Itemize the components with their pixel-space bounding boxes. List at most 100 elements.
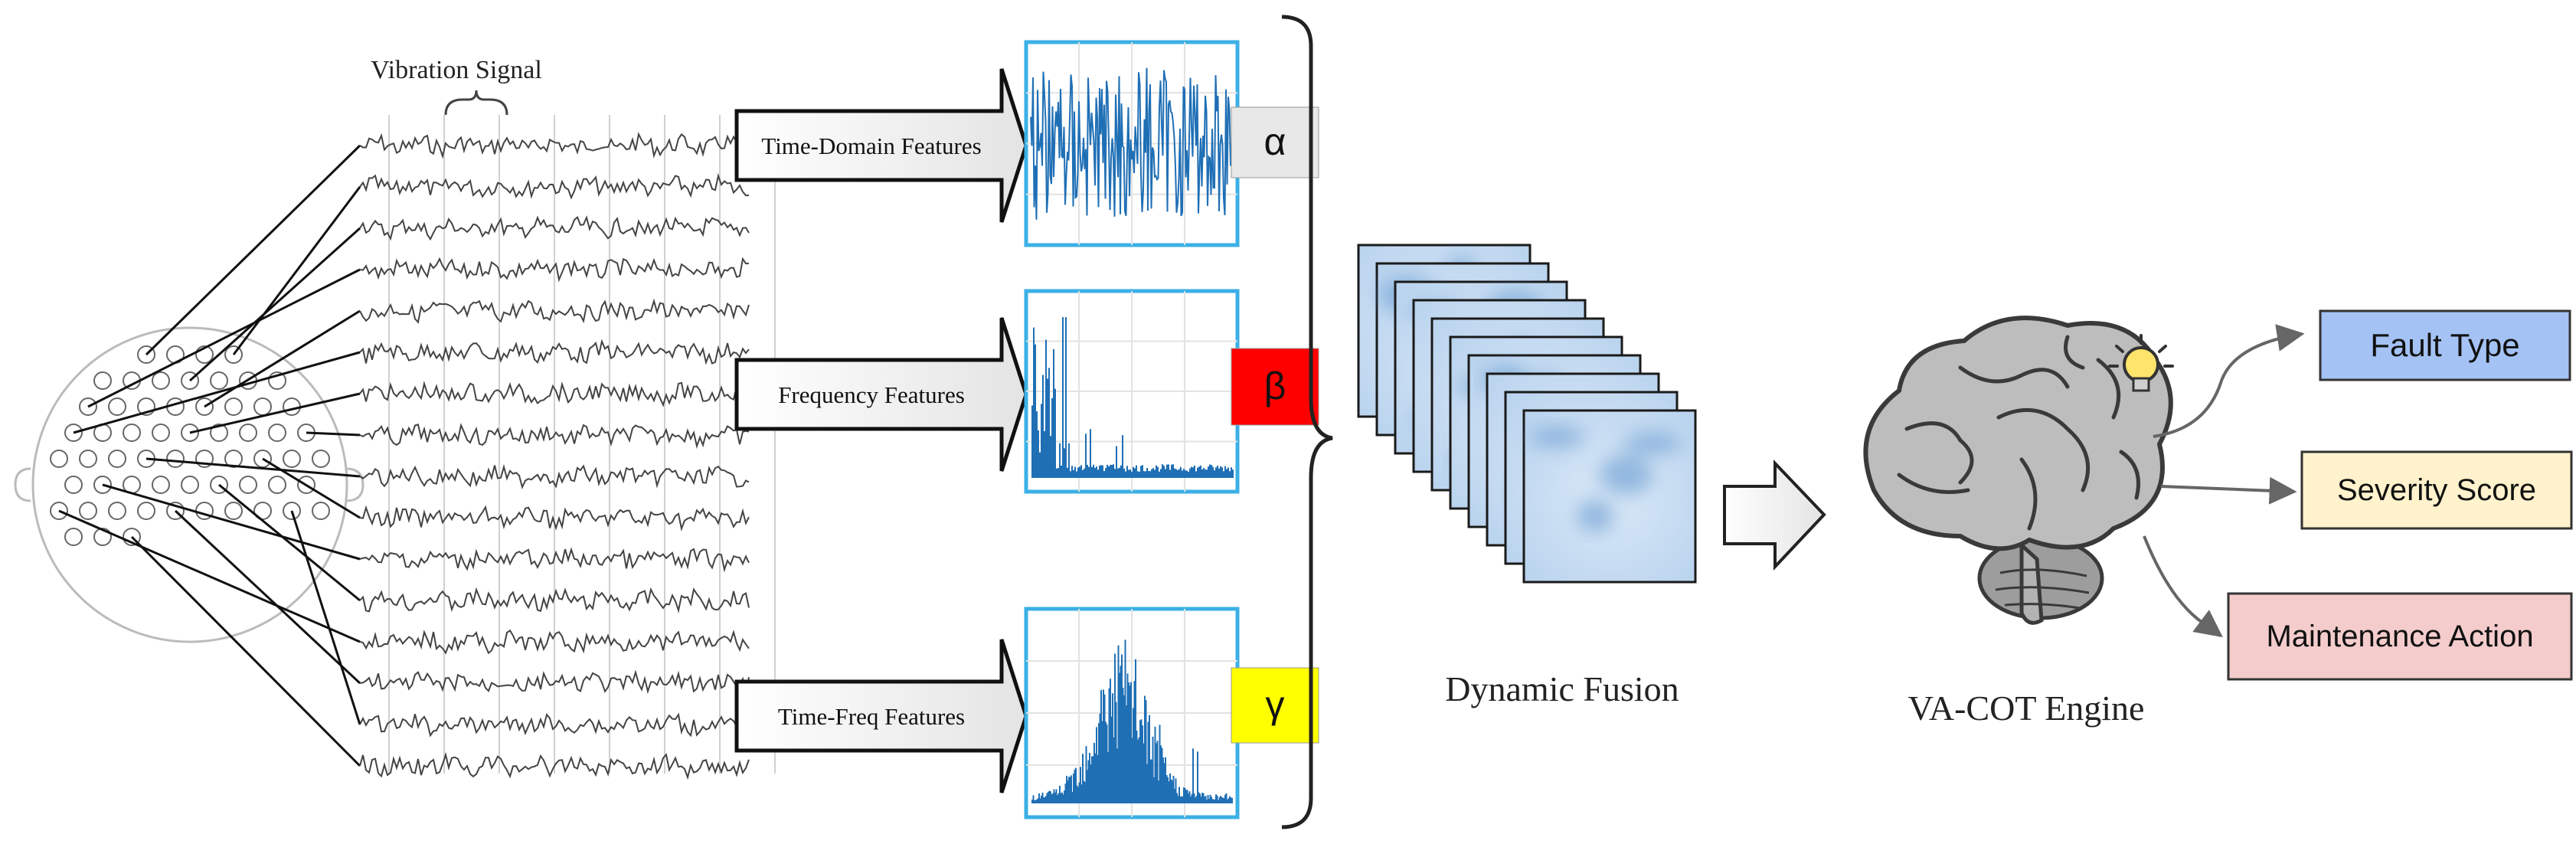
- sensor-dot: [268, 424, 286, 442]
- head-ear: [345, 467, 364, 502]
- sensor-wire: [189, 392, 361, 434]
- sensor-wire: [130, 535, 361, 767]
- head-nose: [14, 467, 31, 502]
- feature-row-time: Time-Domain Features α: [734, 40, 1319, 247]
- sensor-dot: [50, 450, 68, 468]
- sensor-wires: [58, 144, 361, 767]
- frequency-spectrum-plot: [1031, 317, 1234, 478]
- signal-trace: [359, 132, 750, 159]
- time-frequency-plot: [1031, 639, 1233, 803]
- fusion-brace: [1281, 15, 1333, 829]
- weight-box: [1231, 667, 1319, 744]
- feature-row-time-freq: Time-Freq Features γ: [734, 607, 1319, 819]
- sensor-wire: [204, 309, 361, 408]
- output-severity-score-label: Severity Score: [2337, 473, 2536, 507]
- sensor-wire: [145, 144, 361, 356]
- sensor-dot: [239, 424, 257, 442]
- sensor-dot: [181, 476, 199, 494]
- feature-arrow: [734, 68, 1028, 223]
- signal-brace: [444, 90, 508, 116]
- lightbulb-icon: [2108, 334, 2174, 392]
- sensor-dot: [312, 450, 330, 468]
- feature-arrow: [734, 639, 1028, 793]
- sensor-wire: [290, 510, 361, 725]
- sensor-wire: [306, 431, 361, 437]
- signal-traces: [359, 132, 750, 780]
- fusion-map: [1522, 409, 1697, 584]
- sensor-wire: [73, 351, 361, 434]
- weight-symbol: β: [1264, 365, 1286, 407]
- sensor-dot: [224, 397, 243, 416]
- signal-trace: [359, 629, 750, 655]
- signal-trace: [359, 423, 750, 450]
- sensor-dot: [152, 476, 170, 494]
- sensor-dot: [224, 450, 243, 468]
- sensor-dot: [93, 371, 112, 390]
- weight-symbol: γ: [1266, 683, 1285, 726]
- sensor-dot: [79, 502, 97, 520]
- fusion-to-engine-arrow: [1723, 460, 1826, 571]
- output-maintenance-action-label: Maintenance Action: [2266, 620, 2533, 653]
- signal-trace: [359, 463, 750, 490]
- sensor-wire: [58, 509, 361, 643]
- signal-trace: [359, 712, 750, 738]
- sensor-dot: [268, 476, 286, 494]
- signal-trace: [359, 547, 750, 573]
- sensor-dot: [166, 450, 185, 468]
- signal-trace: [359, 751, 750, 780]
- feature-arrow: [734, 317, 1028, 472]
- signal-trace: [359, 669, 750, 695]
- sensor-dot: [108, 397, 126, 416]
- feature-label: Time-Domain Features: [761, 132, 981, 159]
- sensor-wire: [87, 268, 361, 408]
- weight-box: [1231, 106, 1319, 178]
- sensor-wire: [232, 186, 361, 355]
- vibration-signal-panel: Vibration Signal: [359, 56, 776, 780]
- sensor-wire: [188, 227, 361, 382]
- sensor-dot: [210, 424, 228, 442]
- signal-trace: [359, 381, 750, 407]
- signal-trace: [359, 172, 750, 200]
- sensor-dot: [123, 424, 141, 442]
- sensor-wire: [145, 457, 361, 478]
- sensor-dot: [283, 450, 301, 468]
- signal-trace: [359, 339, 750, 365]
- sensor-dot: [79, 450, 97, 468]
- fusion-map-stack: [1357, 244, 1697, 584]
- output-fault-type: Fault Type: [2319, 309, 2571, 381]
- sensor-wire: [262, 457, 361, 519]
- weight-box: [1231, 348, 1319, 426]
- sensor-dot: [312, 502, 330, 520]
- signal-trace: [359, 215, 750, 241]
- connector-fault-type: [2153, 324, 2305, 438]
- sensor-dot: [239, 476, 257, 494]
- head-outline: [31, 326, 348, 643]
- sensor-wire: [174, 509, 361, 685]
- sensor-dot: [108, 450, 126, 468]
- sensor-dot: [152, 424, 170, 442]
- sensor-wire: [102, 483, 361, 561]
- vibration-signal-title: Vibration Signal: [371, 56, 542, 84]
- sensor-dot: [283, 397, 301, 416]
- feature-label: Time-Freq Features: [778, 703, 965, 730]
- sensor-dot: [64, 476, 83, 494]
- time-signal-plot: [1030, 67, 1234, 220]
- sensor-dot: [210, 371, 228, 390]
- signal-trace: [359, 298, 750, 324]
- sensor-dot: [108, 502, 126, 520]
- signal-grid: [388, 115, 776, 774]
- signal-trace: [359, 505, 750, 532]
- connector-severity-score: [2160, 476, 2297, 505]
- sensor-dot: [64, 528, 83, 546]
- brain-icon: [1863, 316, 2173, 625]
- connector-maintenance-action: [2143, 535, 2223, 638]
- signal-trace: [359, 257, 750, 283]
- sensor-dot: [224, 502, 243, 520]
- weight-symbol: α: [1264, 120, 1286, 163]
- sensor-dot: [253, 397, 272, 416]
- output-severity-score: Severity Score: [2300, 450, 2573, 530]
- sensor-dots: [50, 345, 330, 546]
